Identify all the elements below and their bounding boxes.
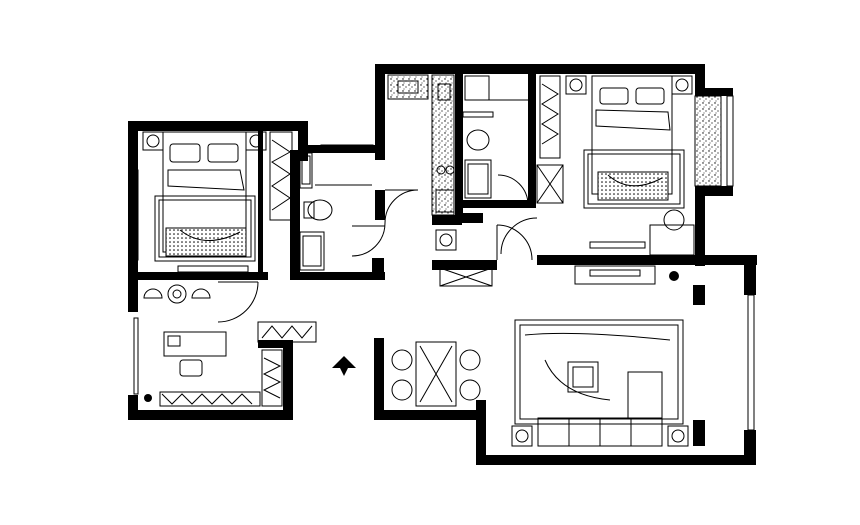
room-living [511, 265, 689, 447]
room-bedroom-left [142, 131, 293, 273]
shoe-cabinet [439, 267, 493, 287]
room-study [143, 284, 317, 407]
room-bedroom-right [536, 75, 722, 256]
windows [133, 85, 755, 431]
room-dining [391, 341, 481, 407]
walls [128, 64, 757, 465]
room-toilet [462, 75, 528, 199]
doors [217, 174, 538, 323]
entry-arrow-icon [332, 356, 356, 376]
room-bathroom [299, 152, 372, 271]
room-kitchen [387, 74, 457, 251]
